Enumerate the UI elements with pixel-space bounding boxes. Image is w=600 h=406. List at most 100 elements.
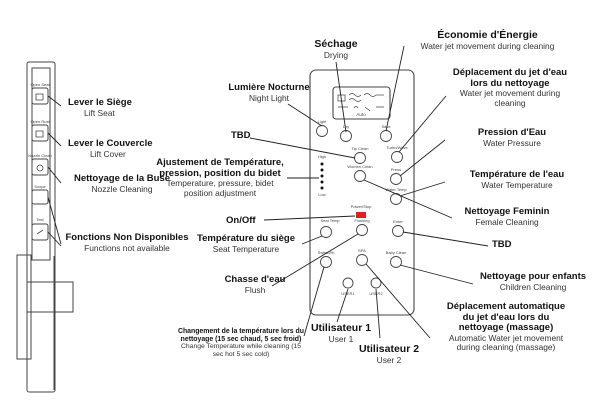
label-subtitle-2: during cleaning (massage)	[456, 342, 556, 353]
lift-cover-button[interactable]	[31, 124, 49, 142]
label-lumiere: Lumière Nocturne Night Light	[214, 82, 324, 103]
label-auto-jet: Déplacement automatique du jet d'eau lor…	[432, 301, 580, 353]
label-subtitle: Female Cleaning	[475, 216, 539, 227]
test-icon	[36, 229, 44, 235]
leader-temp-siege	[301, 235, 323, 245]
remote-body	[309, 69, 415, 316]
label-sechage: Séchage Drying	[300, 38, 372, 60]
side-button-tags: Open Seat Open Rust Nozzle Clean Scope T…	[28, 82, 52, 222]
leader-enfants	[399, 264, 474, 285]
label-subtitle: User 2	[376, 354, 402, 365]
side-icons	[35, 93, 44, 235]
tag-light: Light	[318, 119, 328, 124]
label-title: Température de l'eau	[469, 169, 565, 180]
label-title-2: nettoyage (15 sec chaud, 5 sec froid)	[180, 335, 302, 343]
turbo-wave-button[interactable]	[391, 151, 403, 163]
leader-sechage	[335, 61, 347, 133]
label-title: Nettoyage de la Buse	[73, 173, 171, 184]
label-fonctions-nd: Fonctions Non Disponibles Functions not …	[62, 232, 192, 253]
label-subtitle: Flush	[244, 284, 266, 295]
level-dot	[320, 162, 324, 166]
label-title-1: Déplacement du jet d'eau	[452, 67, 568, 78]
nozzle-icon	[36, 164, 44, 172]
screen-wave-icon	[348, 93, 362, 97]
screen-seat-icon	[337, 94, 346, 102]
press-button[interactable]	[390, 173, 402, 185]
label-subtitle: Lift Cover	[90, 148, 126, 159]
screen-dry-icon	[363, 93, 377, 97]
label-temp-eau: Température de l'eau Water Temperature	[444, 169, 590, 190]
label-subtitle: Lift Seat	[84, 107, 115, 118]
light-button[interactable]	[316, 125, 328, 137]
remote-button-tags: Light Dry Save Turbo/Wave Tip Clean High…	[318, 119, 409, 296]
leader-na-1	[47, 196, 62, 245]
remote-outline	[309, 69, 415, 316]
tag-press: Press	[391, 167, 401, 172]
side-panel	[16, 61, 74, 393]
tag-turbo-wave: Turbo/Wave	[386, 145, 408, 150]
user2-button[interactable]	[370, 277, 382, 289]
label-title: Chasse d'eau	[224, 274, 286, 285]
leader-pression	[399, 139, 446, 177]
lift-seat-button[interactable]	[31, 87, 49, 105]
tag-save: Save	[381, 124, 391, 129]
leader-deplacement	[398, 95, 447, 153]
user1-button[interactable]	[342, 277, 354, 289]
label-title: Lever le Siège	[68, 97, 132, 108]
label-title: TBD	[231, 130, 251, 141]
side-tag-open-seat: Open Seat	[30, 82, 50, 87]
leader-temp-eau	[399, 181, 446, 197]
nozzle-clean-button[interactable]	[31, 158, 49, 176]
baby-clean-button[interactable]	[390, 256, 402, 268]
tag-low: Low	[318, 192, 325, 197]
level-dot	[320, 186, 324, 190]
label-chasse: Chasse d'eau Flush	[215, 274, 295, 295]
label-subtitle-2: position adjustment	[183, 187, 257, 198]
leader-changement	[303, 266, 325, 337]
power-stop-button[interactable]	[356, 212, 366, 218]
women-clean-button[interactable]	[354, 170, 366, 182]
label-title: Fonctions Non Disponibles	[65, 232, 189, 243]
leader-lift-seat	[47, 95, 62, 107]
label-onoff: On/Off	[226, 215, 256, 227]
enter-button[interactable]	[392, 225, 404, 237]
cover-icon	[35, 130, 44, 138]
tag-enter: Enter	[393, 219, 403, 224]
label-temp-siege: Température du siège Seat Temperature	[186, 233, 306, 254]
seat-temp-button[interactable]	[320, 226, 332, 238]
label-title-2: lors du nettoyage	[470, 77, 550, 89]
label-lever-siege: Lever le Siège Lift Seat	[68, 97, 132, 118]
label-subtitle-1: Automatic Water jet movement	[448, 332, 564, 343]
spa-button[interactable]	[356, 254, 368, 266]
save-button[interactable]	[380, 130, 392, 142]
tag-spa: SPA	[358, 248, 366, 253]
side-tag-nozzle: Nozzle Clean	[28, 153, 52, 158]
screen-label: Auto	[356, 112, 366, 117]
label-user1: Utilisateur 1 User 1	[306, 322, 376, 344]
label-subtitle: Seat Temperature	[212, 243, 280, 254]
label-nettoyage-buse: Nettoyage de la Buse Nozzle Cleaning	[62, 173, 182, 194]
label-subtitle-1: Water jet movement during	[459, 88, 561, 99]
dry-button[interactable]	[340, 130, 352, 142]
label-title: Pression d'Eau	[477, 127, 547, 138]
tag-dry: Dry	[343, 124, 349, 129]
label-title: Utilisateur 2	[358, 343, 420, 355]
screen-wave2-icon	[348, 98, 362, 102]
leader-nozzle	[47, 166, 62, 184]
tag-water-temp: Water Temp	[385, 187, 407, 192]
label-title: Utilisateur 1	[310, 322, 372, 334]
tip-clean-button[interactable]	[354, 152, 366, 164]
label-title-1: Ajustement de Température,	[156, 157, 284, 168]
tag-high: High	[318, 154, 326, 159]
scope-button[interactable]	[31, 189, 49, 205]
tag-women-clean: Women Clean	[347, 164, 372, 169]
switcher-button[interactable]	[320, 256, 332, 268]
flushing-button[interactable]	[356, 224, 368, 236]
leader-auto-jet	[365, 263, 431, 339]
label-subtitle-2: cleaning	[494, 97, 526, 108]
leader-chasse	[271, 233, 359, 287]
label-title: Séchage	[314, 38, 358, 50]
leader-feminin	[363, 179, 453, 219]
